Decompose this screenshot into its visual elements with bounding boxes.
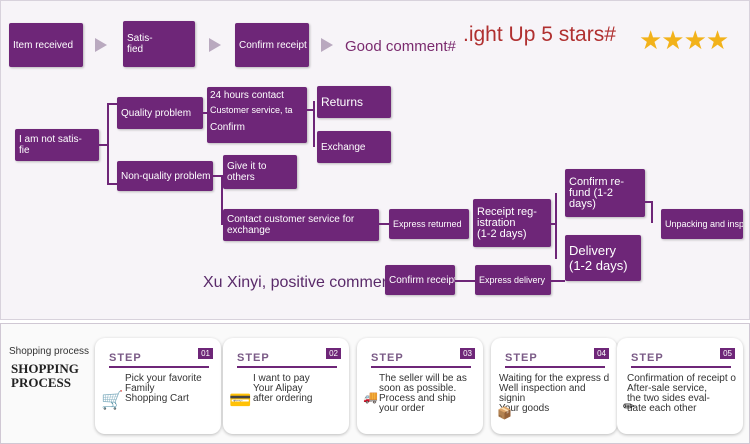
connector-line bbox=[203, 112, 209, 114]
non-quality-problem-box: Non-quality problem bbox=[117, 161, 213, 191]
hours-contact-label: 24 hours contact bbox=[210, 90, 284, 101]
step-bar bbox=[505, 366, 605, 368]
step-number: 01 bbox=[198, 348, 213, 359]
connector-line bbox=[107, 103, 117, 105]
connector-line bbox=[551, 280, 565, 282]
step-label: STEP bbox=[109, 352, 142, 364]
shopping-process-label: Shopping process bbox=[9, 346, 90, 357]
step-bar bbox=[237, 366, 337, 368]
step-number: 03 bbox=[460, 348, 475, 359]
confirm-refund-box: Confirm re- fund (1-2 days) bbox=[565, 169, 645, 217]
connector-line bbox=[555, 193, 557, 259]
confirm-receipt-box: Confirm receipt bbox=[235, 23, 309, 67]
connector-line bbox=[307, 109, 315, 111]
hours-contact-box: 24 hours contact Customer service, ta Co… bbox=[207, 87, 307, 143]
step-number: 02 bbox=[326, 348, 341, 359]
connector-line bbox=[107, 103, 109, 185]
quality-problem-box: Quality problem bbox=[117, 97, 203, 129]
arrow-right-icon bbox=[321, 38, 333, 52]
after-sale-flowchart: Item received Satis- fied Confirm receip… bbox=[0, 0, 750, 320]
express-returned-box: Express returned bbox=[389, 209, 469, 239]
step-bar bbox=[109, 366, 209, 368]
step-text: Confirmation of receipt o After-sale ser… bbox=[627, 373, 736, 414]
connector-line bbox=[651, 201, 653, 223]
connector-line bbox=[379, 223, 391, 225]
confirm-receipt-box-2: Confirm receipt bbox=[385, 265, 455, 295]
step-card-1: STEP 01 Pick your favorite Family Shoppi… bbox=[95, 338, 221, 434]
step-text: Waiting for the express d Well inspectio… bbox=[499, 373, 610, 414]
connector-line bbox=[107, 183, 117, 185]
step-card-4: STEP 04 Waiting for the express d Well i… bbox=[491, 338, 617, 434]
connector-line bbox=[551, 223, 557, 225]
connector-line bbox=[213, 175, 223, 177]
confirm-label: Confirm bbox=[210, 122, 246, 133]
truck-icon: 🚚 bbox=[363, 390, 378, 404]
connector-line bbox=[99, 144, 107, 146]
not-satisfied-box: I am not satis- fie bbox=[15, 129, 99, 161]
exchange-box: Exchange bbox=[317, 131, 391, 163]
step-label: STEP bbox=[631, 352, 664, 364]
step-number: 04 bbox=[594, 348, 609, 359]
unpacking-inspection-box: Unpacking and inspection bbox=[661, 209, 743, 239]
connector-line bbox=[221, 175, 223, 223]
arrow-right-icon bbox=[95, 38, 107, 52]
step-bar bbox=[631, 366, 731, 368]
customer-service-label: Customer service, ta bbox=[210, 105, 293, 115]
pencil-icon: ✏ bbox=[623, 398, 635, 414]
positive-comment-text: Xu Xinyi, positive comment bbox=[203, 274, 396, 291]
give-it-to-others-box: Give it to others bbox=[223, 155, 297, 189]
item-received-box: Item received bbox=[9, 23, 83, 67]
delivery-box: Delivery (1-2 days) bbox=[565, 235, 641, 281]
step-label: STEP bbox=[505, 352, 538, 364]
returns-box: Returns bbox=[317, 86, 391, 118]
step-card-3: STEP 03 The seller will be as soon as po… bbox=[357, 338, 483, 434]
step-text: Pick your favorite Family Shopping Cart bbox=[125, 373, 202, 404]
contact-cs-exchange-box: Contact customer service for exchange bbox=[223, 209, 379, 241]
step-text: The seller will be as soon as possible. … bbox=[379, 373, 467, 414]
box-icon: 📦 bbox=[497, 406, 512, 420]
shopping-process-title: SHOPPING PROCESS bbox=[11, 361, 79, 390]
cart-icon: 🛒 bbox=[101, 390, 124, 410]
step-label: STEP bbox=[371, 352, 404, 364]
arrow-right-icon bbox=[209, 38, 221, 52]
step-label: STEP bbox=[237, 352, 270, 364]
step-bar bbox=[371, 366, 471, 368]
satisfied-box: Satis- fied bbox=[123, 21, 195, 67]
five-stars-icon: ★★★★ bbox=[639, 25, 729, 55]
express-delivery-box: Express delivery bbox=[475, 265, 551, 295]
shopping-process-panel: Shopping process SHOPPING PROCESS STEP 0… bbox=[0, 323, 750, 444]
connector-line bbox=[313, 101, 315, 147]
connector-line bbox=[455, 280, 475, 282]
step-number: 05 bbox=[720, 348, 735, 359]
light-up-stars-text: .ight Up 5 stars# bbox=[463, 23, 616, 46]
connector-line bbox=[645, 201, 653, 203]
step-text: I want to pay Your Alipay after ordering bbox=[253, 373, 313, 404]
wallet-icon: 💳 bbox=[229, 390, 252, 410]
step-card-2: STEP 02 I want to pay Your Alipay after … bbox=[223, 338, 349, 434]
good-comment-text: Good comment# bbox=[345, 38, 456, 55]
step-card-5: STEP 05 Confirmation of receipt o After-… bbox=[617, 338, 743, 434]
receipt-registration-box: Receipt reg- istration (1-2 days) bbox=[473, 199, 551, 247]
